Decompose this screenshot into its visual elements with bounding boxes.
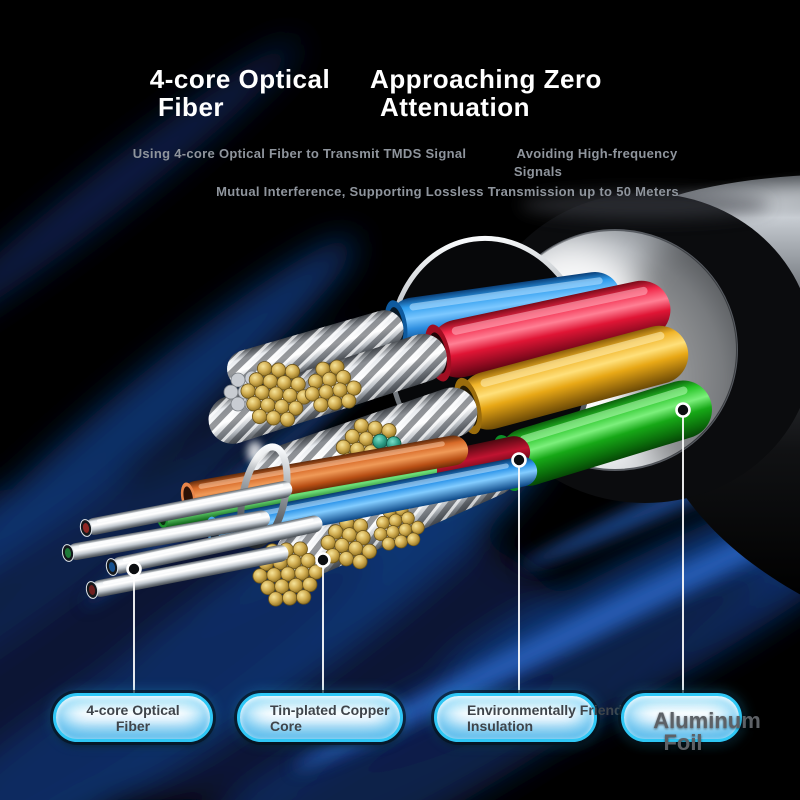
callout-pill-aluminum-foil [621, 693, 742, 742]
optical-fiber-tubes [61, 481, 323, 599]
pill-copper-core-line2: Core [270, 718, 302, 735]
subtitle-line3: Mutual Interference, Supporting Lossless… [216, 184, 679, 199]
callout-leaders [126, 402, 691, 700]
callout-pill-optical-fiber: 4-core Optical Fiber [53, 693, 213, 742]
callout-dot-insulation [511, 452, 527, 468]
title-left-line1: 4-core Optical [149, 64, 331, 94]
title-left-line2: Fiber [157, 92, 225, 122]
aluminum-foil-label-line2: Foil [663, 730, 703, 755]
subtitle-line1-right: Avoiding High-frequency [516, 146, 678, 161]
aluminum-foil-label-line1: Aluminum [653, 708, 761, 733]
pill-insulation-line1: Environmentally Friendly [467, 702, 635, 718]
pill-copper-core-line1: Tin-plated Copper [270, 702, 390, 718]
pill-optical-fiber-line1: 4-core Optical [86, 702, 180, 718]
subtitle-line1-left: Using 4-core Optical Fiber to Transmit T… [132, 146, 467, 161]
pill-optical-fiber-line2: Fiber [115, 718, 151, 735]
pill-insulation-line2: Insulation [467, 718, 534, 735]
callout-dot-copper-core [315, 552, 331, 568]
callout-dot-optical-fiber [126, 561, 142, 577]
title-right-line2: Attenuation [380, 92, 530, 122]
callout-pill-copper-core: Tin-plated Copper Core [237, 693, 403, 742]
callout-dot-aluminum-foil [675, 402, 691, 418]
subtitle-line2: Signals [513, 164, 563, 179]
title-right-line1: Approaching Zero [370, 64, 602, 94]
callout-pill-insulation: Environmentally Friendly Insulation [434, 693, 635, 742]
